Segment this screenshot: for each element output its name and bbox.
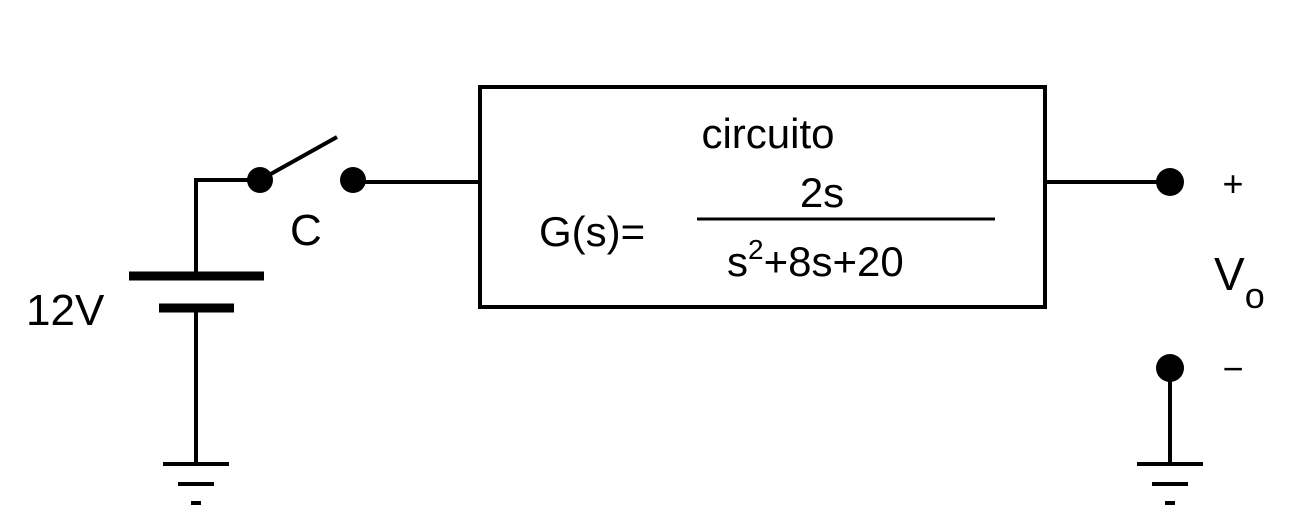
left-ground-symbol: [163, 462, 229, 505]
right-ground-symbol: [1137, 462, 1203, 505]
battery-symbol: [129, 271, 264, 313]
battery-label: 12V: [26, 286, 105, 335]
denominator-rest: +8s+20: [764, 238, 904, 285]
switch-label: C: [290, 206, 322, 255]
output-terminal-positive: [1156, 168, 1184, 196]
transfer-denominator: s2+8s+20: [727, 234, 904, 285]
wire-battery-to-switch: [194, 178, 260, 276]
denominator-exponent: 2: [748, 234, 764, 265]
block-title: circuito: [701, 110, 834, 157]
output-voltage-subscript: o: [1245, 275, 1265, 316]
circuit-block: [478, 85, 1047, 309]
transfer-function-lhs: G(s)=: [539, 208, 645, 255]
switch-symbol: [247, 135, 366, 193]
switch-blade: [259, 135, 338, 182]
denominator-base: s: [727, 238, 748, 285]
output-plus-sign: +: [1222, 163, 1243, 204]
output-voltage-label: Vo: [1214, 248, 1265, 316]
transfer-numerator: 2s: [800, 169, 844, 216]
output-voltage-main: V: [1214, 248, 1245, 300]
output-minus-sign: −: [1222, 348, 1243, 389]
